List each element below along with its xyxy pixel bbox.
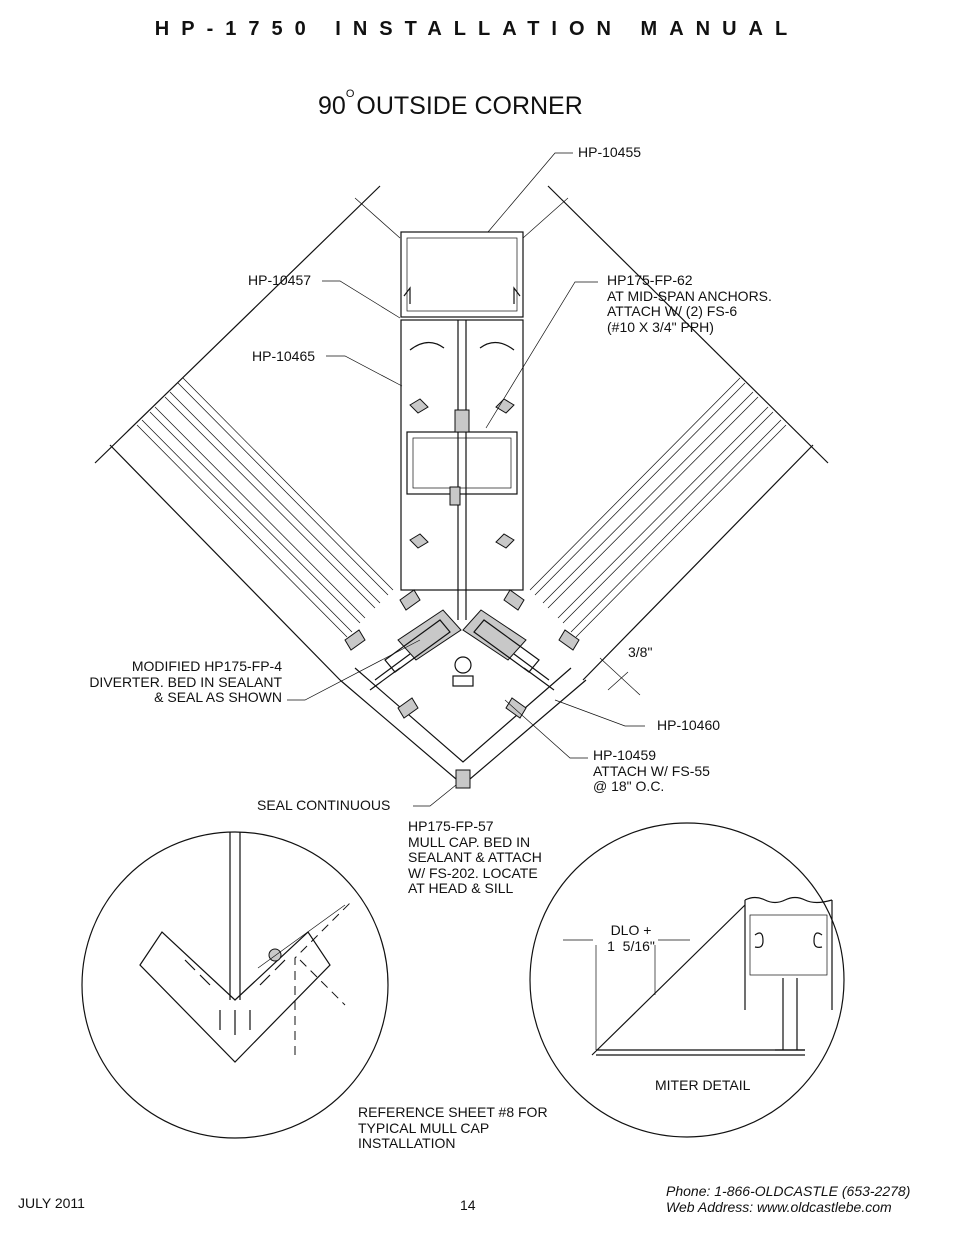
label-hp10457: HP-10457 [248, 272, 312, 288]
label-dlo: DLO + 1 5/16" [607, 922, 655, 954]
label-seal: SEAL CONTINUOUS [257, 797, 391, 813]
footer-date: JULY 2011 [18, 1195, 85, 1211]
title-number: 90 [318, 92, 346, 120]
label-hp10459: HP-10459 ATTACH W/ FS-55 @ 18" O.C. [593, 747, 710, 794]
title-text: OUTSIDE CORNER [356, 92, 583, 120]
corner-assembly [339, 589, 587, 789]
vertical-mullion [400, 231, 524, 620]
degree-symbol: O [345, 88, 355, 100]
label-three-eighths: 3/8" [628, 644, 653, 660]
label-reference: REFERENCE SHEET #8 FOR TYPICAL MULL CAP … [358, 1104, 548, 1151]
label-fp4: MODIFIED HP175-FP-4 DIVERTER. BED IN SEA… [89, 658, 282, 705]
label-hp10455: HP-10455 [578, 144, 642, 160]
label-hp10465: HP-10465 [252, 348, 316, 364]
right-glass-panel [522, 185, 829, 681]
label-fp57: HP175-FP-57 MULL CAP. BED IN SEALANT & A… [408, 818, 542, 896]
miter-detail [529, 822, 845, 1138]
drawing-title: 90OOUTSIDE CORNER [318, 88, 583, 121]
left-glass-panel [94, 185, 401, 681]
label-hp10460: HP-10460 [657, 717, 721, 733]
page-number: 14 [460, 1197, 476, 1213]
label-miter-detail: MITER DETAIL [655, 1077, 751, 1093]
leader-lines [287, 152, 645, 807]
mull-cap-detail [81, 831, 389, 1139]
footer-web: Web Address: www.oldcastlebe.com [666, 1199, 892, 1215]
manual-header: HP-1750 INSTALLATION MANUAL [154, 18, 800, 40]
footer-phone: Phone: 1-866-OLDCASTLE (653-2278) [666, 1183, 911, 1199]
label-fp62: HP175-FP-62 AT MID-SPAN ANCHORS. ATTACH … [607, 272, 772, 335]
